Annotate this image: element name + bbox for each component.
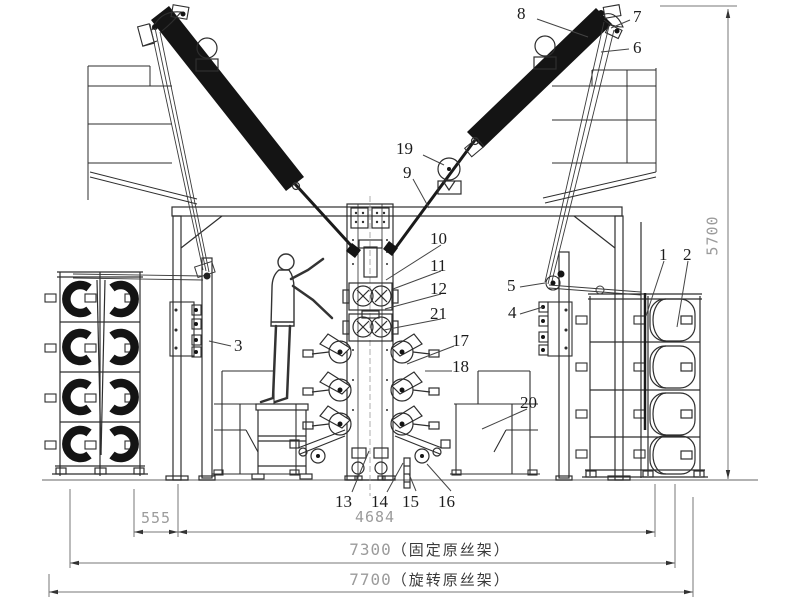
tension-panel-right	[538, 270, 573, 357]
dimension-lines	[48, 5, 737, 597]
left-tilt-arm	[151, 6, 361, 258]
step-stool	[251, 403, 313, 480]
bottom-wing-assemblies	[289, 429, 451, 489]
black-spools	[62, 280, 139, 463]
strand-path-right	[548, 284, 642, 296]
wing-level-1	[302, 333, 440, 364]
support-strut-right	[544, 21, 615, 286]
white-spools	[649, 298, 696, 475]
callout-leaders	[208, 18, 689, 493]
left-platform	[87, 65, 198, 205]
center-column	[346, 196, 394, 496]
operator-figure	[259, 253, 334, 404]
turn-guide-right	[545, 270, 565, 291]
side-roller-wings	[302, 333, 440, 436]
main-frame	[165, 206, 631, 481]
clamp-glyphs-left	[191, 304, 202, 358]
tension-panel-left	[169, 301, 202, 358]
right-platform	[542, 68, 657, 204]
support-strut-left	[149, 23, 210, 273]
right-creel-rack	[575, 222, 708, 478]
guide-pulley-left	[195, 37, 219, 72]
right-bench	[450, 370, 540, 476]
left-creel-rack	[44, 271, 148, 476]
clamp-glyphs-right	[538, 301, 549, 356]
wing-level-3	[302, 405, 440, 436]
guide-pulley-center	[437, 157, 462, 195]
left-bench	[212, 370, 302, 476]
guide-pulley-right	[533, 35, 557, 70]
probe-rod	[403, 457, 411, 489]
right-tilt-arm	[383, 8, 612, 256]
godet-rollers	[342, 282, 399, 342]
strand-path-left	[72, 260, 216, 281]
wing-level-2	[302, 371, 440, 402]
arm-top-mechanism-right	[598, 4, 624, 40]
